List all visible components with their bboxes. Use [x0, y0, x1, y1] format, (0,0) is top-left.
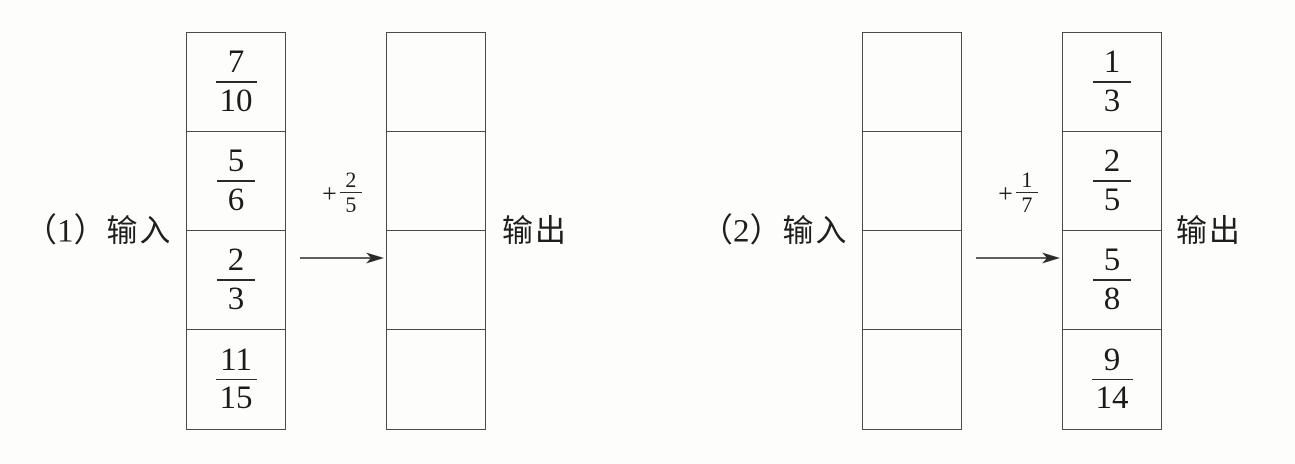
fraction-placeholder: [893, 277, 931, 283]
output-cell: 2 5: [1063, 132, 1161, 231]
fraction-bar: [893, 180, 931, 182]
fraction-denominator: 7: [1021, 192, 1033, 218]
fraction-numerator: 2: [1103, 143, 1121, 180]
problem-1-number: （1）: [24, 213, 107, 250]
input-cell: 5 6: [187, 132, 285, 231]
problem-2: （2）输入: [648, 0, 1295, 464]
output-cell: 5 8: [1063, 231, 1161, 330]
fraction: 2 5: [1093, 145, 1131, 217]
output-cell: 1 3: [1063, 33, 1161, 132]
fraction-placeholder: [417, 178, 455, 184]
problem-2-operation: + 1 7: [972, 169, 1064, 287]
problem-2-input-label: （2）输入: [700, 213, 849, 250]
output-cell[interactable]: [387, 132, 485, 231]
fraction-placeholder: [417, 79, 455, 85]
fraction-bar: [215, 81, 257, 83]
fraction-numerator: 5: [1103, 242, 1121, 279]
problem-1-input-text: 输入: [106, 213, 173, 250]
problem-2-input-text: 输入: [782, 213, 849, 250]
fraction-numerator: 1: [1021, 167, 1033, 192]
fraction-denominator: 5: [345, 192, 357, 218]
problem-1-operation: + 2 5: [296, 169, 388, 287]
fraction-bar: [417, 180, 455, 182]
fraction-bar: [215, 378, 257, 381]
problem-2-output-text: 输出: [1176, 213, 1242, 250]
fraction-denominator: 15: [219, 380, 253, 417]
fraction-numerator: 2: [227, 242, 245, 279]
fraction-denominator: 3: [1103, 82, 1121, 119]
fraction-bar: [217, 279, 255, 281]
fraction-placeholder: [893, 79, 931, 85]
fraction: 7 10: [215, 44, 257, 119]
input-cell: 7 10: [187, 33, 285, 132]
fraction: 1 3: [1093, 46, 1131, 118]
operand-fraction: 1 7: [1015, 167, 1038, 218]
fraction-placeholder: [417, 377, 455, 383]
output-cell[interactable]: [387, 330, 485, 429]
fraction-denominator: 10: [219, 82, 253, 119]
output-cell: 9 14: [1063, 330, 1161, 429]
fraction-bar: [217, 180, 255, 182]
fraction-bar: [417, 81, 455, 83]
input-cell: 2 3: [187, 231, 285, 330]
fraction-bar: [339, 192, 362, 194]
fraction-bar: [893, 379, 931, 381]
fraction-bar: [1091, 378, 1133, 381]
problem-2-output-box: 1 3 2 5 5 8: [1062, 32, 1162, 430]
problem-1-operation-expression: + 2 5: [296, 169, 388, 216]
problem-1-output-label: 输出: [502, 216, 568, 249]
fraction-numerator: 11: [220, 341, 252, 378]
fraction: 9 14: [1091, 341, 1133, 417]
fraction-numerator: 2: [345, 167, 357, 192]
fraction-numerator: 1: [1103, 44, 1121, 81]
problem-1-input-box: 7 10 5 6 2 3: [186, 32, 286, 430]
fraction: 5 8: [1093, 244, 1131, 316]
right-arrow-icon: [976, 251, 1062, 265]
fraction-numerator: 9: [1103, 341, 1121, 378]
problem-2-output-label: 输出: [1176, 216, 1242, 249]
problem-2-number: （2）: [700, 213, 783, 250]
fraction-bar: [893, 81, 931, 83]
fraction-numerator: 7: [227, 44, 245, 81]
fraction-denominator: 3: [227, 280, 245, 317]
fraction-bar: [893, 279, 931, 281]
plus-sign: +: [998, 178, 1013, 208]
input-cell[interactable]: [863, 231, 961, 330]
fraction-bar: [1093, 180, 1131, 182]
problem-1-output-box[interactable]: [386, 32, 486, 430]
input-cell[interactable]: [863, 33, 961, 132]
fraction-bar: [1015, 192, 1038, 194]
fraction: 11 15: [215, 341, 257, 417]
fraction-bar: [1093, 81, 1131, 83]
input-cell[interactable]: [863, 132, 961, 231]
problem-2-operation-expression: + 1 7: [972, 169, 1064, 216]
fraction-placeholder: [893, 178, 931, 184]
problem-2-input-box[interactable]: [862, 32, 962, 430]
operand-fraction: 2 5: [339, 167, 362, 218]
output-cell[interactable]: [387, 231, 485, 330]
fraction-denominator: 6: [227, 181, 245, 218]
input-cell: 11 15: [187, 330, 285, 429]
problem-1-input-label: （1）输入: [24, 213, 173, 250]
fraction-numerator: 5: [227, 143, 245, 180]
fraction-bar: [417, 379, 455, 381]
right-arrow-icon: [300, 251, 386, 265]
fraction-denominator: 5: [1103, 181, 1121, 218]
output-cell[interactable]: [387, 33, 485, 132]
input-cell[interactable]: [863, 330, 961, 429]
fraction: 2 3: [217, 244, 255, 316]
problem-1-output-text: 输出: [502, 213, 568, 250]
fraction: 5 6: [217, 145, 255, 217]
plus-sign: +: [322, 178, 337, 208]
fraction-bar: [417, 279, 455, 281]
fraction-placeholder: [417, 277, 455, 283]
fraction-denominator: 8: [1103, 280, 1121, 317]
fraction-denominator: 14: [1095, 380, 1129, 417]
problem-1: （1）输入 7 10 5 6 2: [24, 32, 568, 430]
fraction-bar: [1093, 279, 1131, 281]
fraction-placeholder: [893, 377, 931, 383]
